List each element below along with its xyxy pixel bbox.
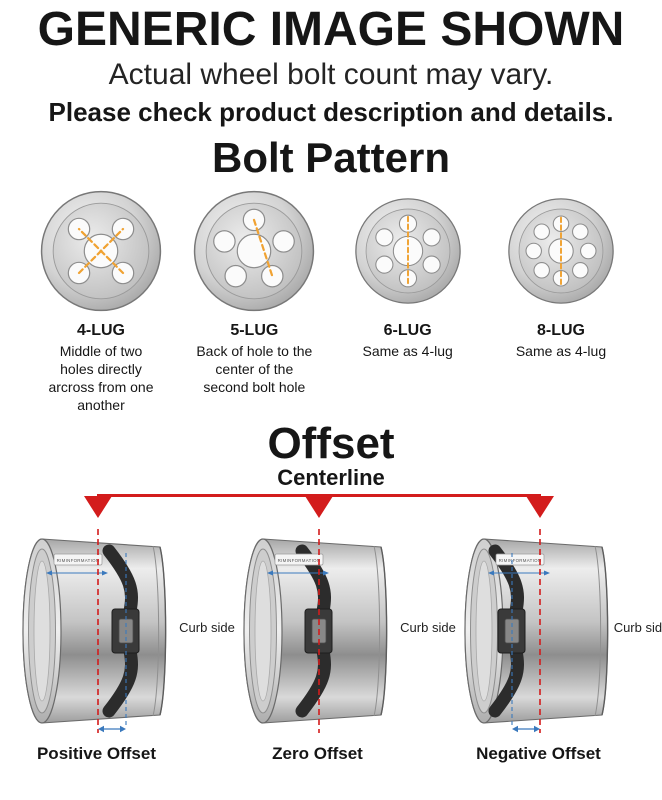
lug-description: Same as 4-lug: [362, 342, 453, 359]
6-lug-wheel-icon: [354, 198, 461, 304]
subtitle: Actual wheel bolt count may vary.: [108, 57, 554, 91]
curb-side-label: Curb side: [400, 619, 456, 635]
lug-wheel-6: [337, 184, 479, 318]
lug-wheel-5: [183, 184, 325, 318]
lug-description: Same as 4-lug: [515, 342, 607, 359]
negative-offset-wheel-diagram: RIMINFORMATION: [464, 528, 609, 733]
note-text: Please check product description and det…: [48, 96, 614, 127]
lug-wheel-4: [30, 184, 172, 318]
offset-section: Offset Centerline RIMINFORMATION Positive…: [0, 419, 662, 764]
offset-label: Positive Offset: [36, 743, 157, 763]
offset-heading: Offset: [267, 418, 395, 468]
offset-item-zero: RIMINFORMATION Zero Offset: [235, 525, 400, 764]
lug-label: 8-LUG: [536, 321, 585, 339]
lug-diagrams-row: 4-LUG Middle of two holes directly arcros…: [0, 182, 662, 415]
centerline-marker-icon: [84, 495, 112, 518]
centerline-label: Centerline: [277, 464, 385, 490]
centerline-indicator: [0, 491, 662, 525]
positive-offset-wheel-diagram: RIMINFORMATION: [22, 528, 167, 733]
curb-side-label: Curb side: [613, 619, 662, 635]
lug-label: 6-LUG: [383, 321, 432, 339]
4-lug-wheel-icon: [40, 190, 162, 312]
rim-sticker-text: RIMINFORMATION: [499, 558, 542, 563]
bolt-pattern-section: Bolt Pattern 4-LUG Middle of two holes di…: [0, 134, 662, 415]
lug-item-4: 4-LUG Middle of two holes directly arcros…: [30, 184, 172, 415]
lug-description: Back of hole to the center of the second…: [196, 342, 313, 395]
lug-label: 4-LUG: [77, 321, 125, 339]
lug-item-5: 5-LUG Back of hole to the center of the s…: [183, 184, 325, 415]
lug-item-8: 8-LUG Same as 4-lug: [490, 184, 632, 415]
centerline-bar: [97, 493, 541, 497]
lug-item-6: 6-LUG Same as 4-lug: [337, 184, 479, 415]
main-title: GENERIC IMAGE SHOWN: [37, 3, 625, 56]
rim-sticker-text: RIMINFORMATION: [57, 558, 100, 563]
8-lug-wheel-icon: [508, 198, 614, 304]
offset-label: Negative Offset: [476, 743, 601, 763]
lug-wheel-8: [490, 184, 632, 318]
5-lug-wheel-icon: [194, 190, 315, 312]
curb-side-label: Curb side: [179, 619, 235, 635]
offset-item-positive: RIMINFORMATION Positive Offset: [14, 525, 179, 764]
zero-offset-wheel-diagram: RIMINFORMATION: [243, 528, 388, 733]
centerline-marker-icon: [305, 495, 333, 518]
lug-description: Middle of two holes directly arcross fro…: [48, 342, 154, 413]
centerline-marker-icon: [526, 495, 554, 518]
offset-label: Zero Offset: [272, 743, 363, 763]
bolt-pattern-heading: Bolt Pattern: [211, 133, 450, 181]
lug-label: 5-LUG: [230, 321, 279, 339]
rim-sticker-text: RIMINFORMATION: [278, 558, 321, 563]
offset-item-negative: RIMINFORMATION Negative Offset: [456, 525, 621, 764]
